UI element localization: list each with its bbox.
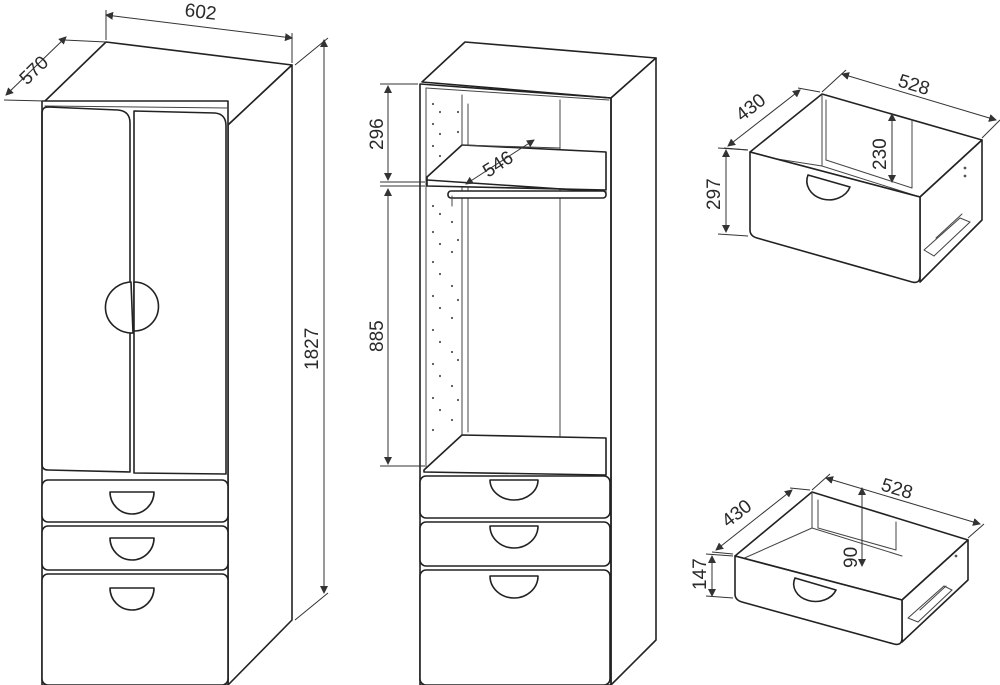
large-drawer-handle-icon	[806, 174, 851, 201]
shelf-pin-holes	[431, 102, 460, 432]
dimension-label-small-drawer-height: 147	[690, 558, 711, 590]
dimension-label-large-drawer-inner-height: 230	[870, 138, 891, 170]
dimension-label-small-drawer-inner-height: 90	[841, 547, 862, 568]
hanging-floor	[423, 434, 607, 476]
dimension-label-hanging-height: 885	[367, 320, 388, 352]
drawer-3	[41, 573, 229, 685]
dimension-label-small-drawer-width: 528	[879, 475, 915, 504]
right-door	[133, 110, 227, 475]
open-view-drawer-2-handle-icon	[489, 525, 539, 549]
drawer-2-handle-icon	[109, 537, 155, 561]
wardrobe-closed-view: 602 570 1827	[3, 0, 329, 685]
door-handle-icon	[104, 281, 134, 334]
large-drawer-view: 528 430 230 297	[704, 69, 1000, 284]
wardrobe-open-view: 296 546 885	[367, 41, 657, 685]
dimension-label-small-drawer-depth: 430	[718, 496, 756, 532]
drawer-3-handle-icon	[109, 587, 155, 611]
hanging-rail	[447, 190, 607, 199]
left-door	[41, 106, 131, 473]
large-drawer-front	[749, 151, 921, 284]
dimension-label-depth: 570	[16, 52, 53, 89]
open-view-drawer-1-handle-icon	[489, 479, 539, 501]
small-drawer-handle-icon	[792, 577, 837, 603]
small-drawer-view: 528 430 90 147	[690, 473, 985, 646]
dimension-label-large-drawer-width: 528	[896, 71, 932, 100]
open-view-drawer-3	[419, 569, 611, 685]
dimension-label-large-drawer-depth: 430	[732, 90, 770, 126]
open-view-drawer-3-handle-icon	[489, 575, 539, 599]
dimension-label-large-drawer-height: 297	[704, 178, 725, 210]
drawer-1-handle-icon	[109, 491, 155, 515]
dimension-label-width: 602	[184, 0, 218, 25]
dimension-label-upper-shelf: 296	[367, 118, 388, 150]
dimension-label-height: 1827	[302, 328, 323, 370]
